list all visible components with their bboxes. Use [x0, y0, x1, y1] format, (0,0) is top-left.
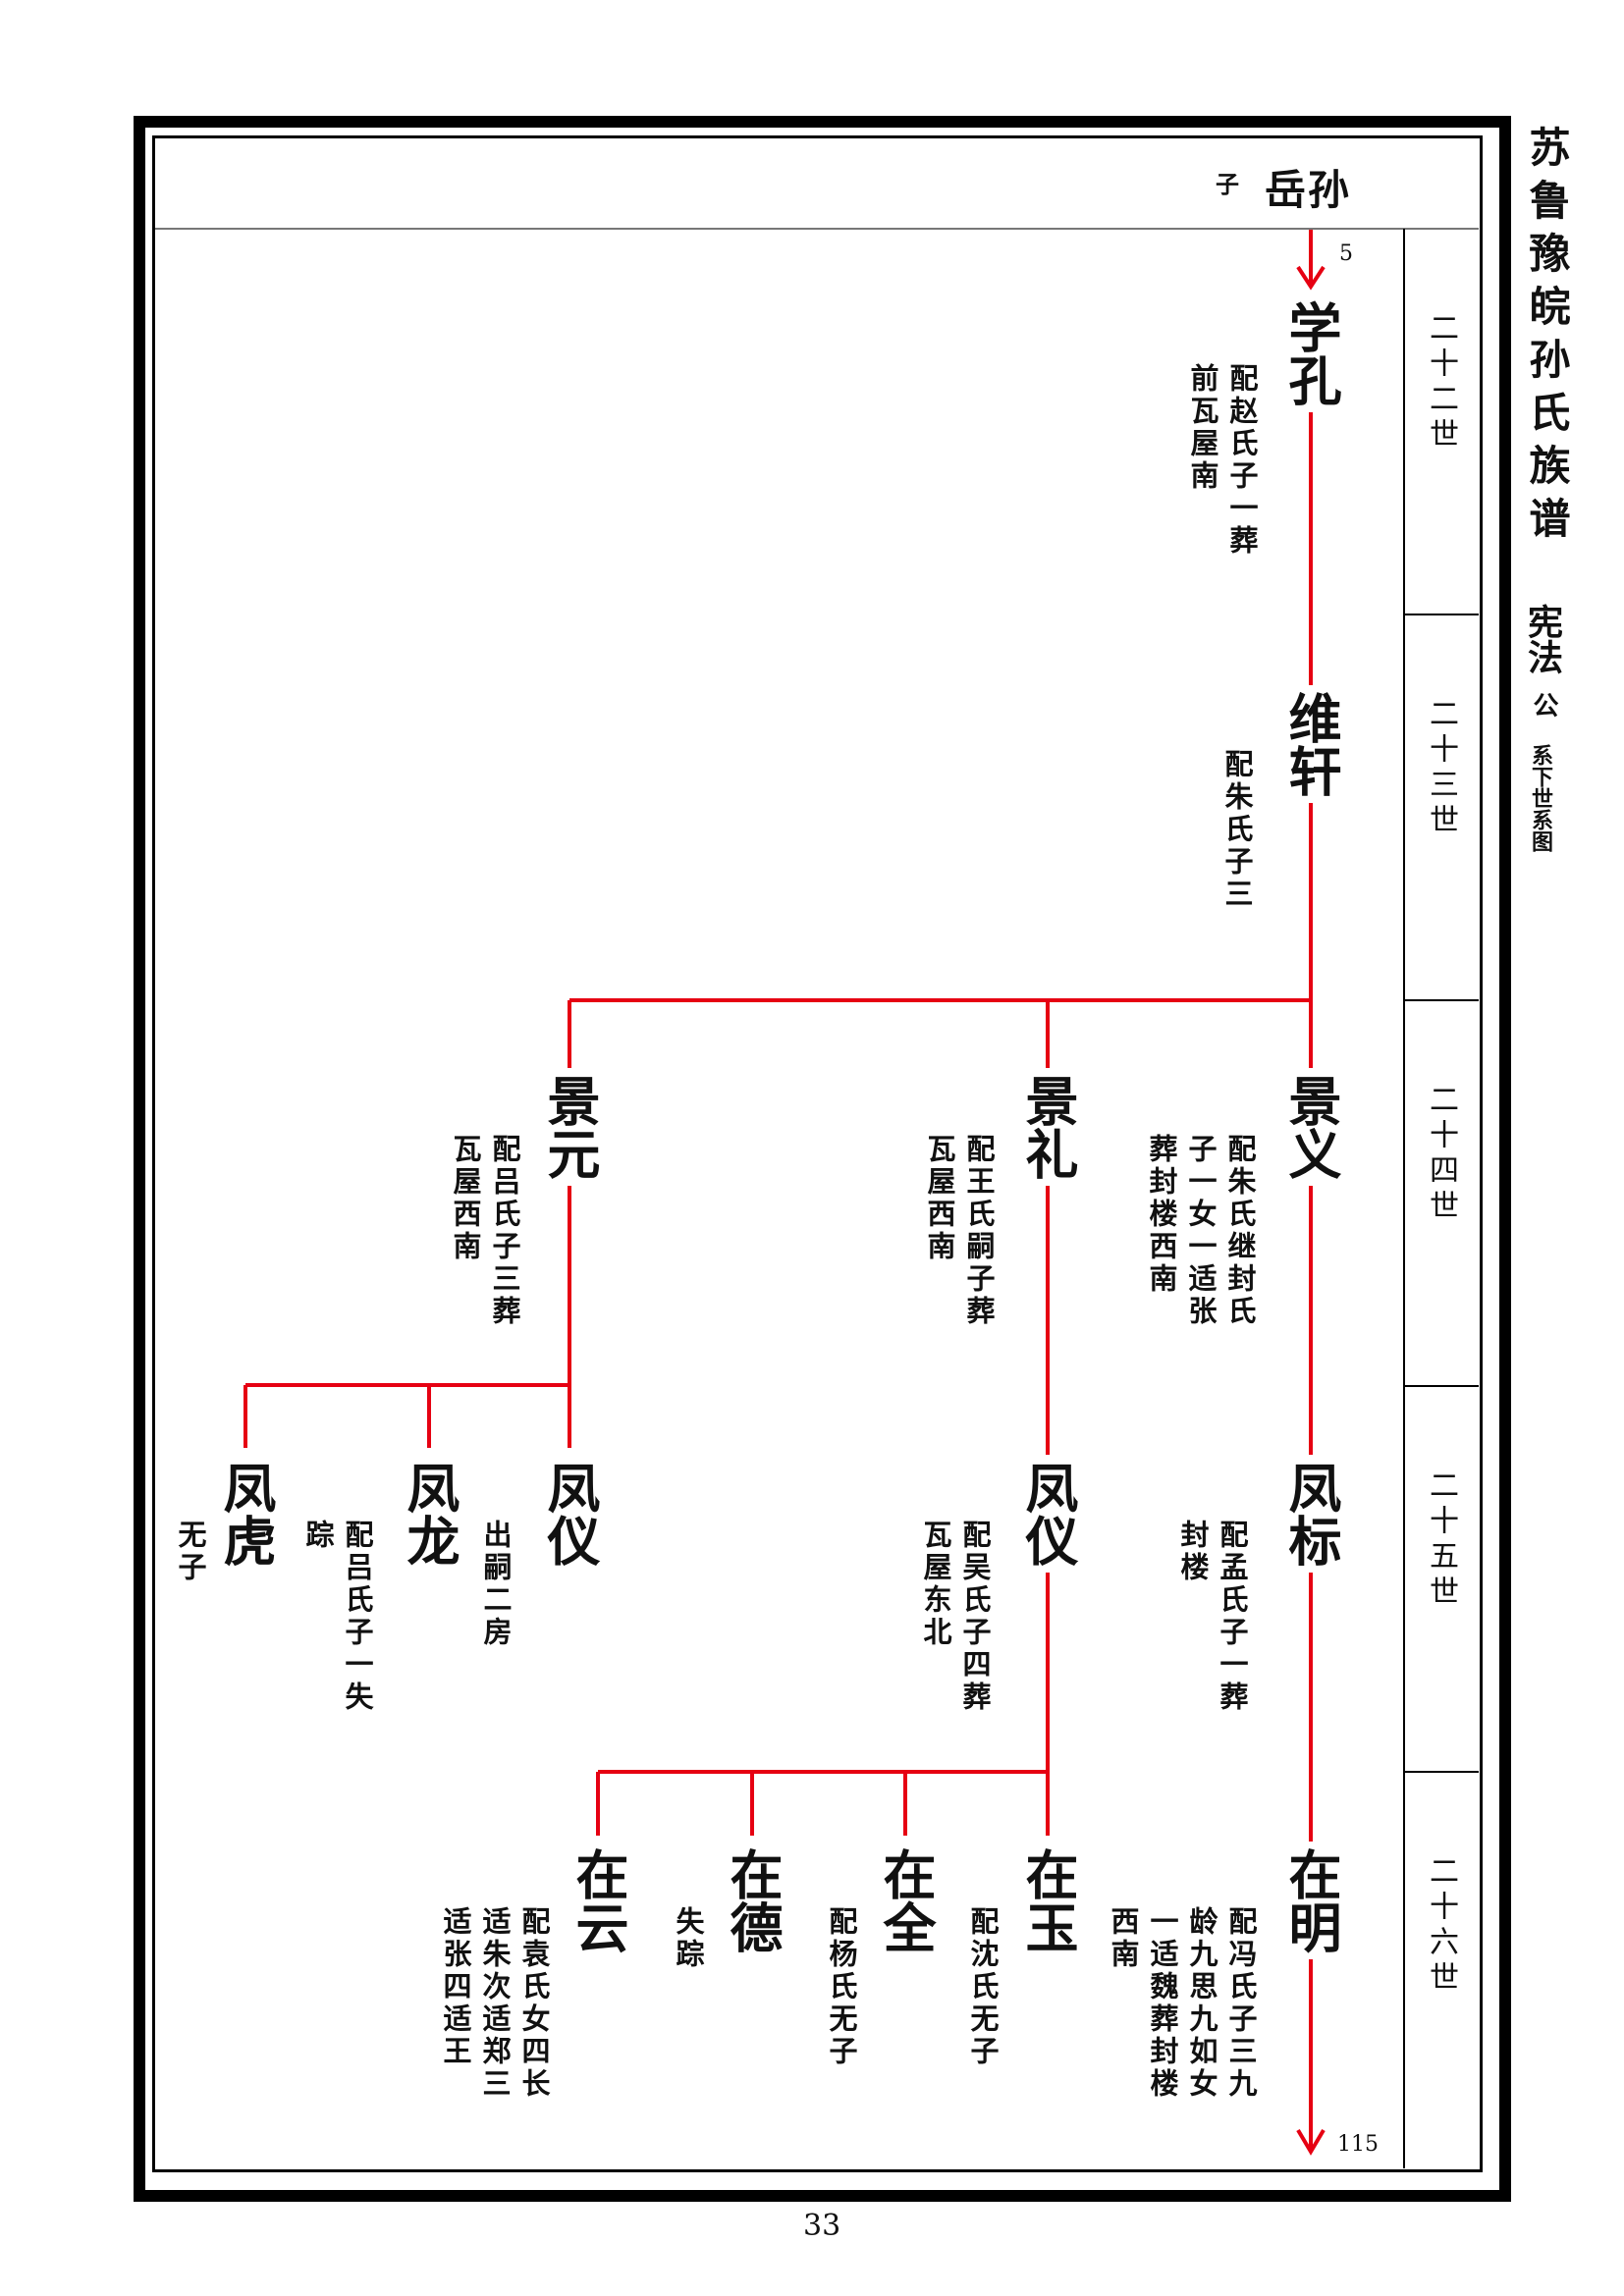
person-name: 维轩	[1279, 685, 1342, 803]
generation-divider	[1404, 1771, 1479, 1773]
generation-label: 二十五世	[1424, 1469, 1458, 1611]
header-divider	[155, 228, 1479, 230]
generation-divider	[1404, 1385, 1479, 1387]
person-note: 配吕氏子三葬瓦屋西南	[449, 1134, 521, 1328]
person-note: 出嗣二房	[479, 1520, 513, 1649]
generation-label: 二十二世	[1424, 312, 1458, 454]
person-name: 凤标	[1279, 1455, 1342, 1573]
person-note: 配沈氏无子	[966, 1906, 1000, 2068]
person-name: 凤仪	[1016, 1455, 1079, 1573]
person-name: 景元	[538, 1068, 601, 1186]
person-name: 在全	[874, 1842, 937, 1959]
person-note: 配朱氏子三	[1220, 749, 1254, 911]
generation-label: 二十四世	[1424, 1084, 1458, 1225]
person-note: 配冯氏子三九龄九思九如女一适魏葬封楼西南	[1107, 1906, 1258, 2101]
person-note: 配吕氏子一失踪	[301, 1520, 374, 1714]
to-page-ref: 115	[1337, 2132, 1379, 2157]
person-name: 在明	[1279, 1842, 1342, 1959]
person-name: 景礼	[1016, 1068, 1079, 1186]
incoming-arrow-icon	[1296, 265, 1326, 291]
book-title: 苏鲁豫皖孙氏族谱	[1523, 126, 1571, 550]
generation-column-divider	[1403, 229, 1405, 2168]
person-name: 学孔	[1279, 294, 1342, 412]
person-note: 配王氏嗣子葬瓦屋西南	[923, 1134, 996, 1328]
relation-label: 子	[1216, 170, 1239, 198]
generation-divider	[1404, 614, 1479, 615]
person-name: 凤仪	[538, 1455, 601, 1573]
person-name: 在云	[567, 1842, 629, 1959]
person-name: 景义	[1279, 1068, 1342, 1186]
person-note: 配孟氏子一葬封楼	[1176, 1520, 1249, 1714]
outer-frame	[134, 116, 1511, 2202]
generation-label: 二十六世	[1424, 1855, 1458, 1997]
from-page-ref: 5	[1339, 241, 1353, 266]
person-note: 失踪	[672, 1906, 705, 1971]
person-note: 配吴氏子四葬瓦屋东北	[919, 1520, 992, 1714]
branch-name: 宪法	[1522, 604, 1563, 674]
generation-divider	[1404, 999, 1479, 1001]
chart-caption: 系下世系图	[1528, 744, 1553, 852]
person-note: 无子	[174, 1520, 207, 1584]
inner-frame	[152, 135, 1483, 2172]
ancestor-name: 岳孙	[1265, 166, 1352, 214]
branch-honorific: 公	[1529, 692, 1558, 718]
person-note: 配杨氏无子	[825, 1906, 858, 2068]
outgoing-arrow-icon	[1296, 2128, 1326, 2156]
person-note: 配赵氏子一葬前瓦屋南	[1186, 363, 1259, 558]
person-name: 凤虎	[214, 1455, 277, 1573]
person-name: 在玉	[1016, 1842, 1079, 1959]
person-note: 配袁氏女四长适朱次适郑三适张四适王	[439, 1906, 551, 2101]
person-name: 凤龙	[398, 1455, 460, 1573]
person-note: 配朱氏继封氏子一女一适张葬封楼西南	[1145, 1134, 1257, 1328]
generation-label: 二十三世	[1424, 698, 1458, 839]
person-name: 在德	[721, 1842, 784, 1959]
page-number: 33	[803, 2209, 841, 2243]
